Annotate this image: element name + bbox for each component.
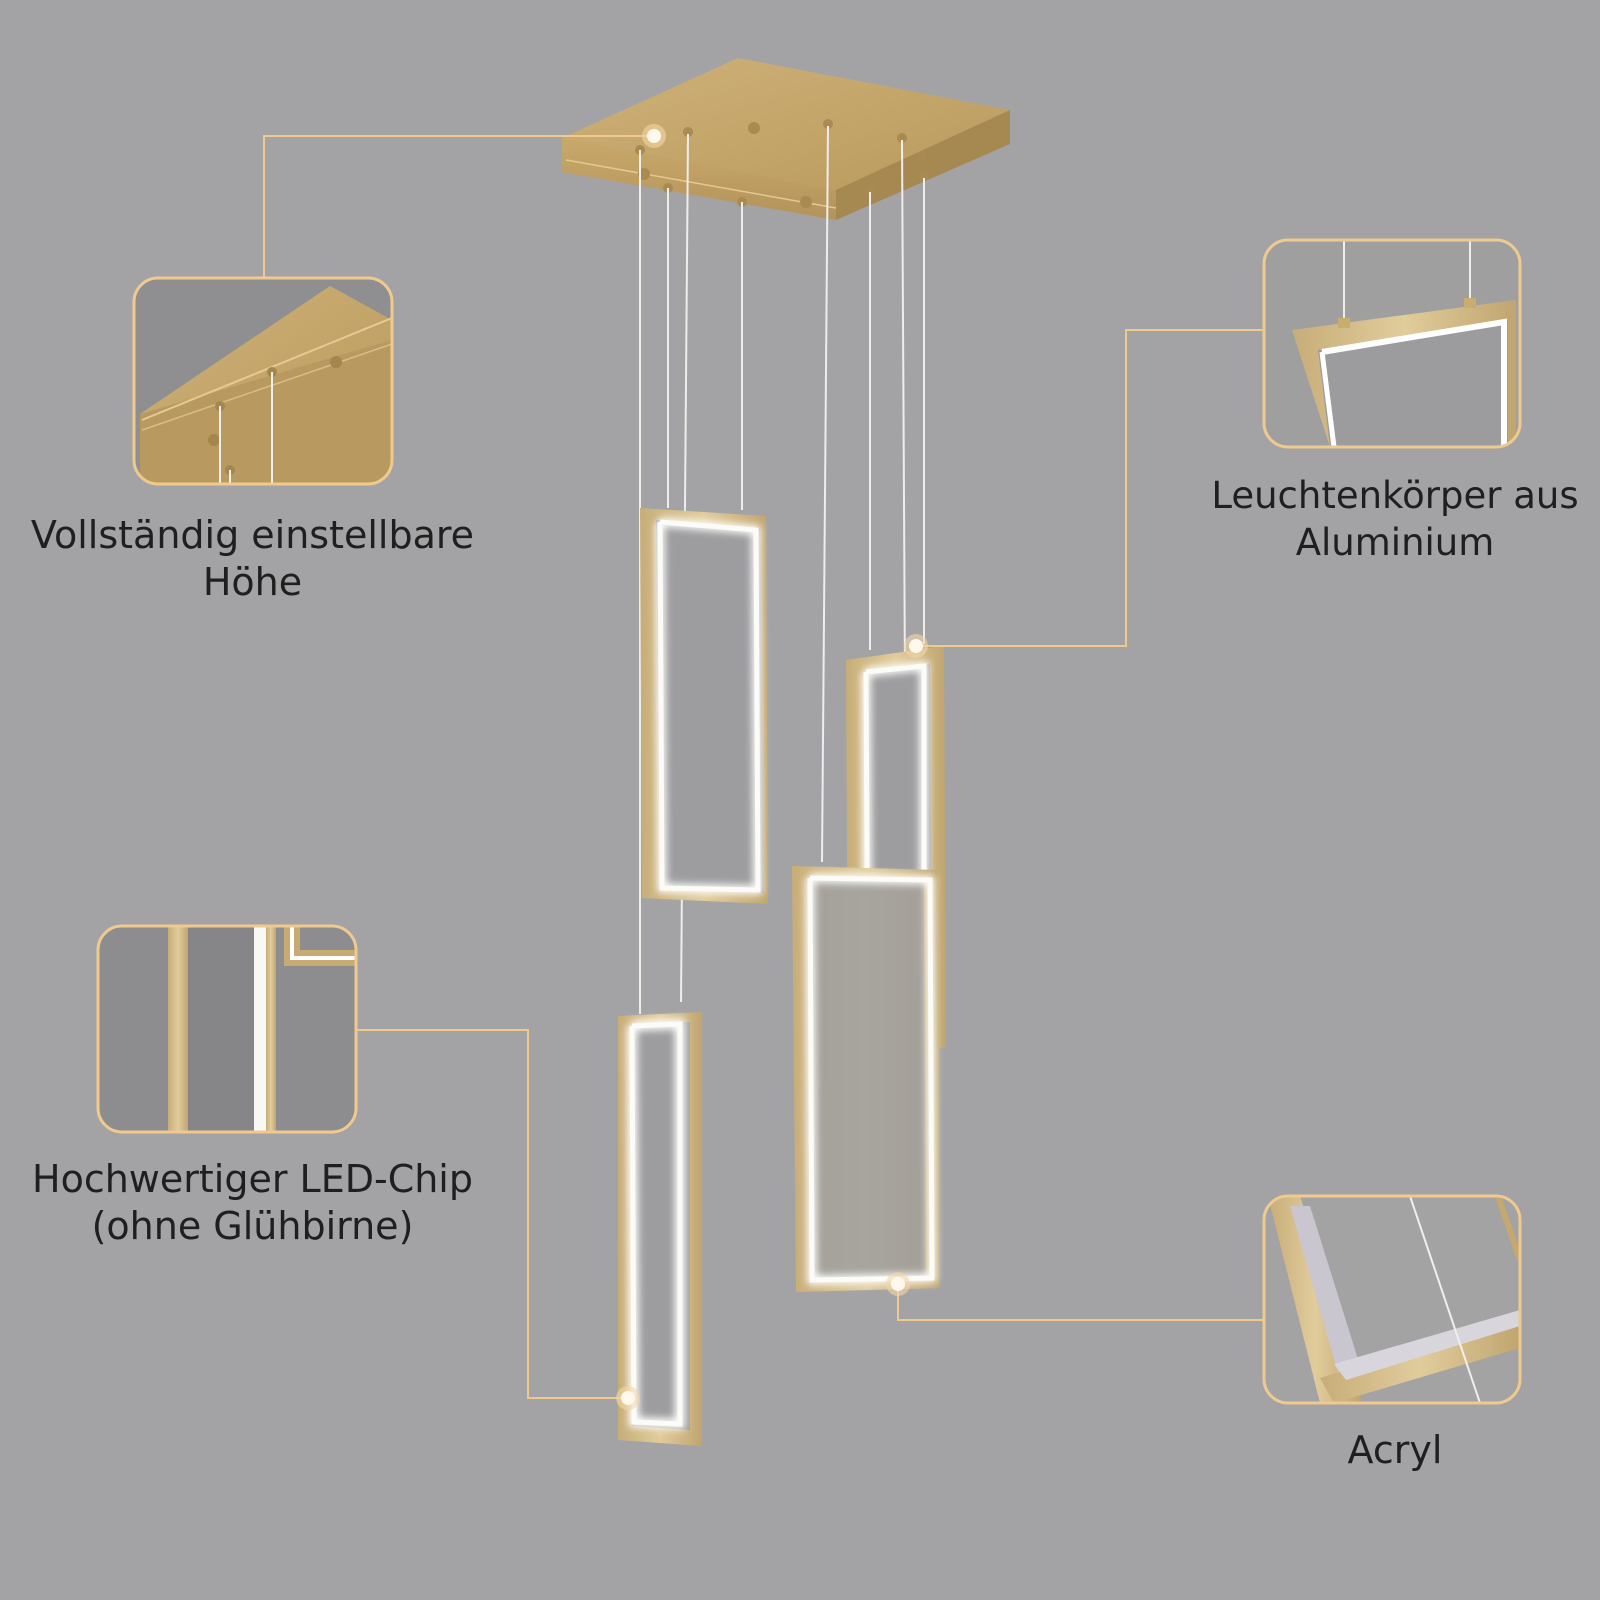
hotspot-led[interactable] (616, 1386, 640, 1410)
label-adjustable-height: Vollständig einstellbare Höhe (20, 512, 485, 606)
detail-inset-acrylic (1262, 1194, 1522, 1405)
detail-inset-canopy (132, 276, 394, 486)
hotspot-aluminium[interactable] (904, 634, 928, 658)
hotspot-height[interactable] (642, 124, 666, 148)
mount-screws (635, 119, 929, 208)
label-led-chip-line2: (ohne Glühbirne) (91, 1204, 414, 1248)
hotspot-acrylic[interactable] (886, 1272, 910, 1296)
label-led-chip-line1: Hochwertiger LED-Chip (32, 1157, 473, 1201)
pendant-frame-lower-left (618, 1012, 702, 1446)
label-aluminium-body: Leuchtenkörper aus Aluminium (1190, 472, 1600, 566)
pendant-frame-lower-right (792, 866, 940, 1292)
label-acrylic-line1: Acryl (1347, 1428, 1443, 1472)
label-aluminium-body-line2: Aluminium (1295, 521, 1495, 564)
label-adjustable-height-line2: Höhe (202, 560, 303, 604)
detail-inset-led (96, 924, 358, 1134)
detail-inset-aluminium (1262, 238, 1522, 449)
label-led-chip: Hochwertiger LED-Chip (ohne Glühbirne) (20, 1156, 485, 1250)
pendant-frame-upper-left (640, 508, 768, 904)
label-adjustable-height-line1: Vollständig einstellbare (30, 513, 475, 557)
ceiling-canopy (562, 58, 1010, 220)
label-acrylic: Acryl (1270, 1427, 1520, 1474)
label-aluminium-body-line1: Leuchtenkörper aus (1211, 474, 1579, 517)
